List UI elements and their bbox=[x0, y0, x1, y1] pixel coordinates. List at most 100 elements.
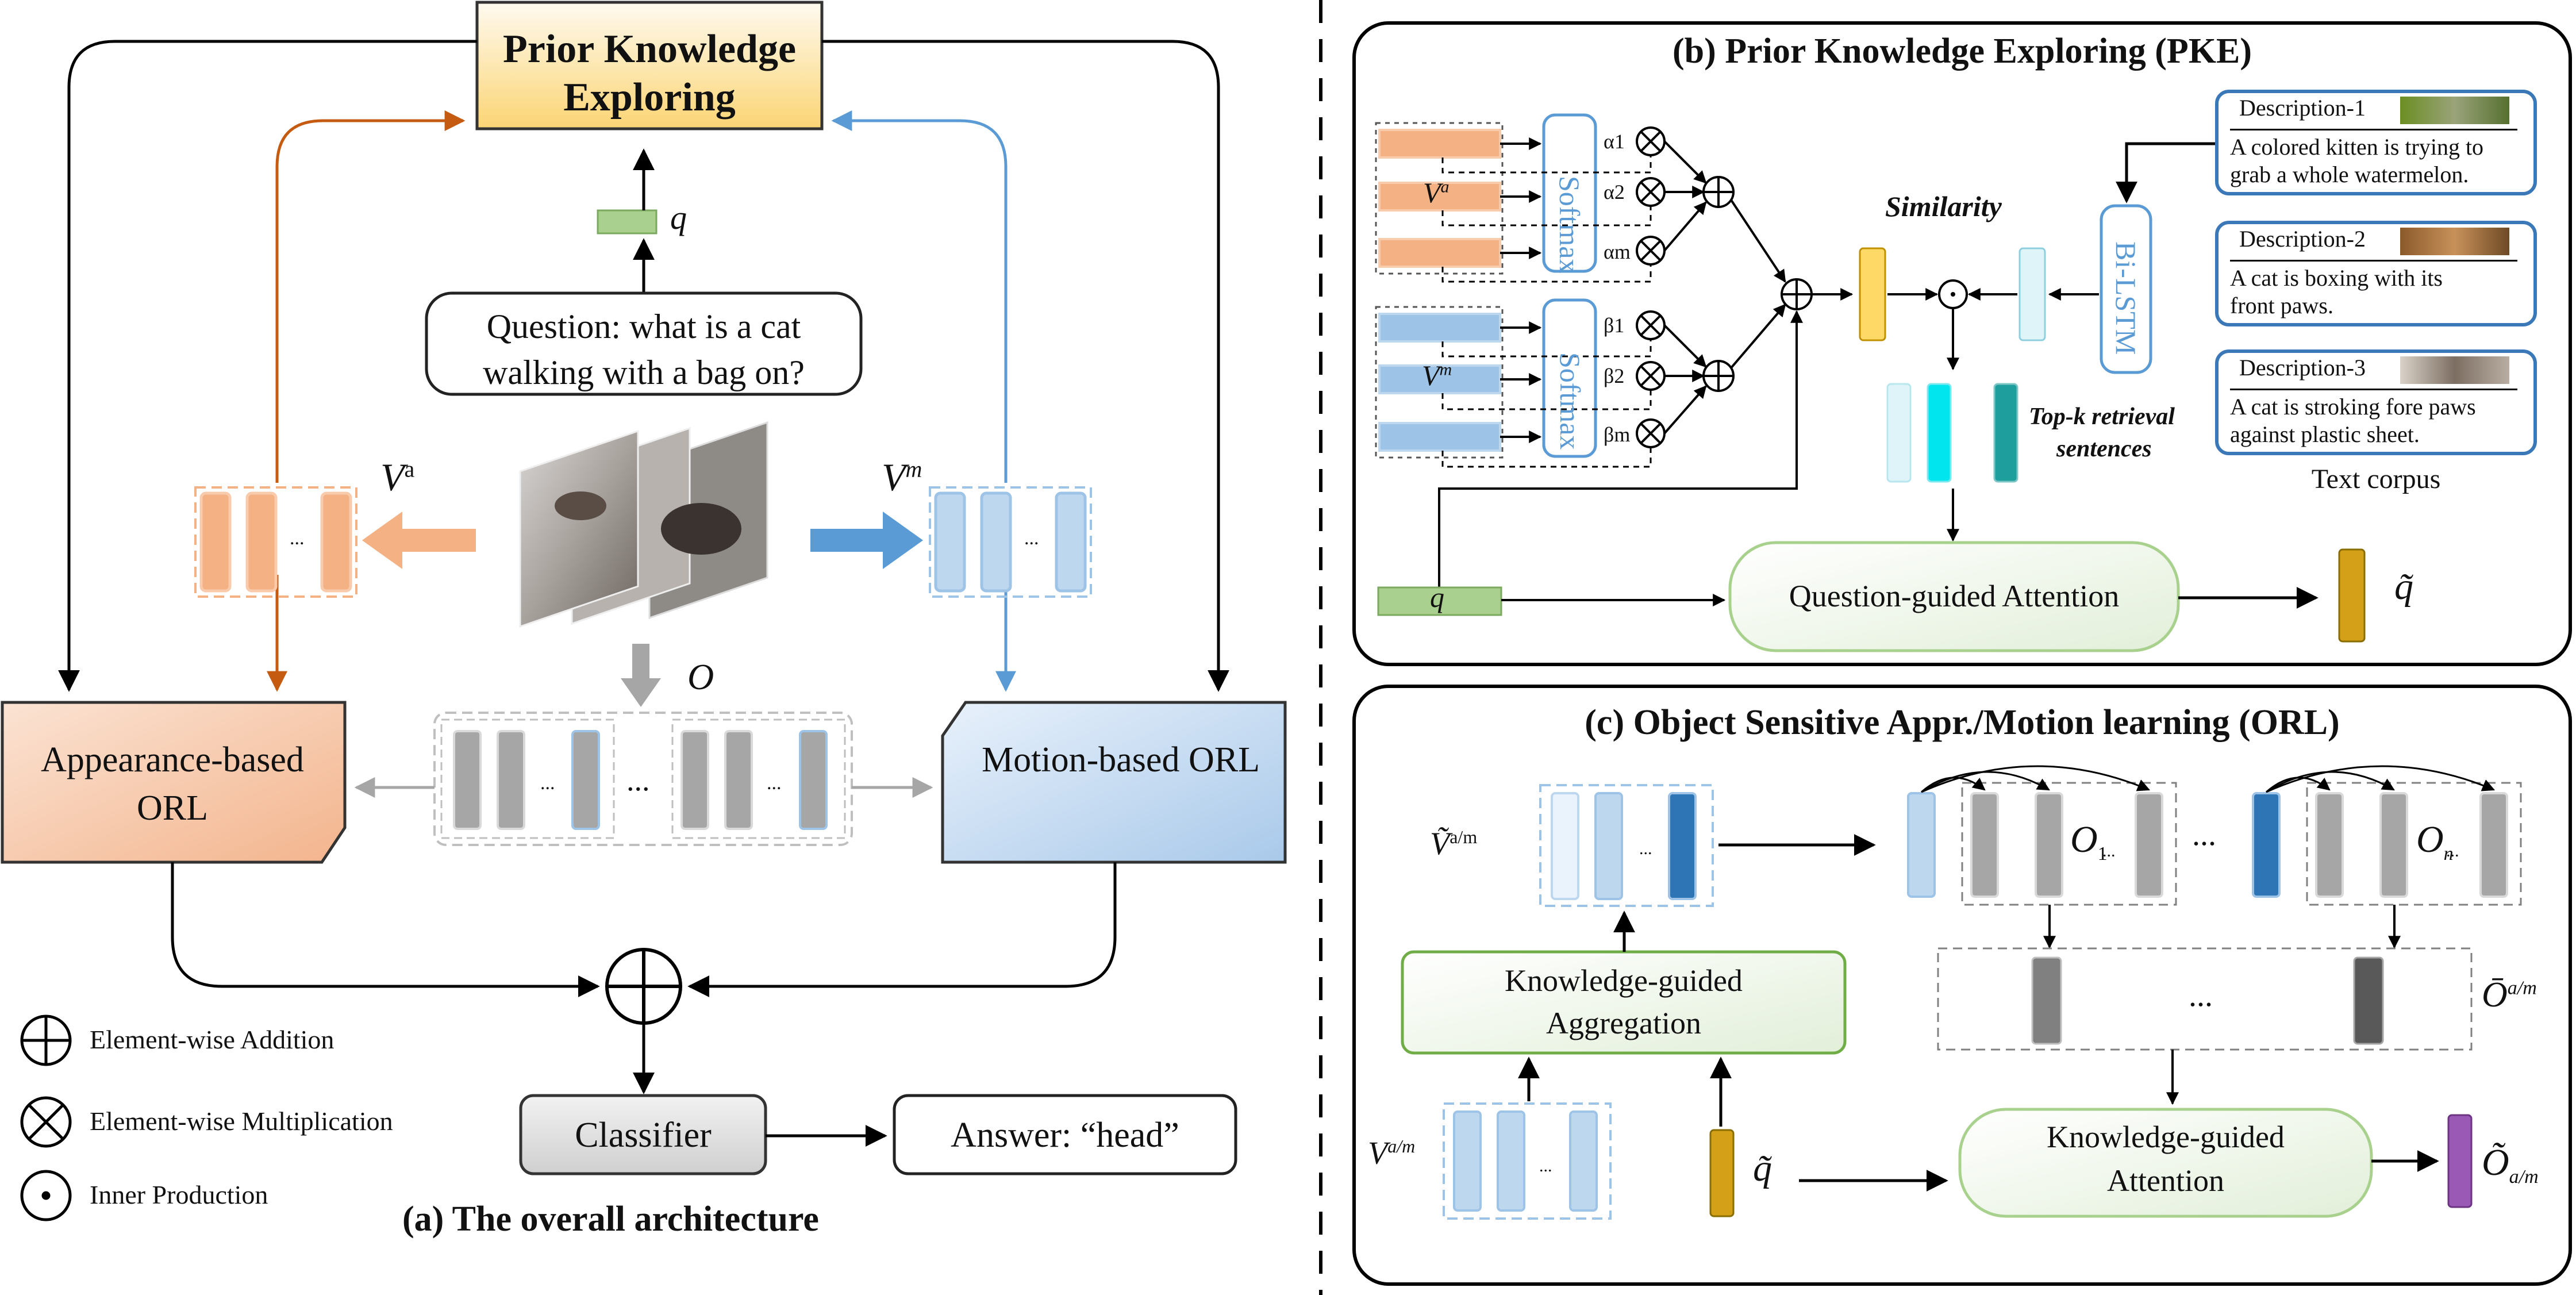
vm-label-a: Vm bbox=[882, 455, 922, 499]
o1-label: O1 bbox=[2070, 818, 2108, 865]
big-blue-arrow bbox=[810, 512, 923, 569]
description-3-line1: A cat is stroking fore paws bbox=[2230, 394, 2476, 420]
pke-to-appearance-arrow bbox=[58, 40, 477, 692]
answer-box bbox=[893, 1094, 1237, 1175]
va-to-pke-arrow bbox=[275, 110, 466, 483]
va-label-a: Va bbox=[380, 455, 415, 499]
multiplication-circles bbox=[1636, 126, 1666, 448]
legend-multiplication: Element-wise Multiplication bbox=[90, 1106, 393, 1136]
softmax-a-label: Softmax bbox=[1554, 176, 1586, 274]
description-1-box: Description-1 A colored kitten is trying… bbox=[2215, 90, 2537, 195]
description-3-line2: against plastic sheet. bbox=[2230, 421, 2420, 447]
description-3-title: Description-3 bbox=[2239, 355, 2366, 381]
video-frames bbox=[519, 421, 768, 628]
v-am-block bbox=[1443, 1102, 1612, 1220]
o-ellipsis-mid: ... bbox=[626, 763, 650, 797]
vm-ellipsis: ... bbox=[1024, 528, 1039, 549]
text-corpus-label: Text corpus bbox=[2311, 464, 2441, 494]
o-ellipsis-1: ... bbox=[540, 773, 555, 794]
appearance-orl-label: Appearance-based ORL bbox=[41, 740, 304, 828]
obar-label: Ōa/m bbox=[2482, 975, 2537, 1015]
topk-line1: Top-k retrieval bbox=[2029, 404, 2175, 430]
vtilde-ellipsis: ... bbox=[1639, 839, 1652, 858]
vm-block bbox=[929, 486, 1092, 598]
kg-attention-line2: Attention bbox=[2107, 1163, 2224, 1198]
va-block bbox=[194, 486, 357, 598]
o1-ellipsis: ... bbox=[2102, 841, 2116, 860]
classifier-label: Classifier bbox=[575, 1116, 712, 1155]
appearance-orl-box bbox=[1, 701, 347, 864]
softmax-m-label: Softmax bbox=[1554, 352, 1586, 450]
description-1-title: Description-1 bbox=[2239, 95, 2366, 121]
pke-to-motion-arrow bbox=[822, 40, 1229, 692]
va-rows bbox=[1375, 122, 1504, 275]
similarity-label: Similarity bbox=[1885, 190, 2002, 222]
vm-label-b: Vm bbox=[1422, 359, 1452, 391]
v-am-ellipsis: ... bbox=[1539, 1156, 1552, 1175]
description-2-line2: front paws. bbox=[2230, 293, 2333, 318]
description-2-box: Description-2 A cat is boxing with its f… bbox=[2215, 221, 2537, 326]
qga-label: Question-guided Attention bbox=[1789, 579, 2120, 613]
softmax-a bbox=[1542, 113, 1597, 273]
beta-1: β1 bbox=[1604, 314, 1625, 337]
motion-orl-label: Motion-based ORL bbox=[982, 740, 1260, 779]
alpha-m: αm bbox=[1604, 240, 1631, 263]
va-label-b: Va bbox=[1423, 176, 1450, 209]
o-label-a: O bbox=[687, 656, 714, 697]
description-1-line2: grab a whole watermelon. bbox=[2230, 162, 2469, 187]
description-2-thumbnail bbox=[2400, 228, 2509, 255]
qtilde-label-c: q̃ bbox=[1753, 1147, 1772, 1189]
vtilde-block bbox=[1539, 784, 1714, 907]
legend-addition: Element-wise Addition bbox=[90, 1025, 335, 1054]
v-am-label: Va/m bbox=[1368, 1135, 1416, 1171]
vtilde-label: Ṽa/m bbox=[1430, 826, 1478, 862]
on-ellipsis: ... bbox=[2446, 841, 2459, 860]
kg-attention-box bbox=[1958, 1108, 2373, 1218]
beta-m: βm bbox=[1604, 423, 1631, 446]
legend-inner-product: Inner Production bbox=[90, 1180, 268, 1209]
panel-a-title: (a) The overall architecture bbox=[402, 1200, 819, 1239]
va-ellipsis: ... bbox=[290, 528, 305, 549]
answer-label: Answer: “head” bbox=[951, 1116, 1179, 1155]
gray-down-arrow bbox=[621, 644, 661, 707]
qtilde-label-b: q̃ bbox=[2394, 566, 2413, 608]
pke-box bbox=[475, 1, 824, 130]
question-box bbox=[425, 291, 863, 396]
alpha-1: α1 bbox=[1604, 130, 1625, 153]
alpha-2: α2 bbox=[1604, 180, 1625, 203]
q-label-b: q bbox=[1430, 581, 1444, 613]
kg-aggregation-line1: Knowledge-guided bbox=[1505, 963, 1743, 998]
panel-c-title: (c) Object Sensitive Appr./Motion learni… bbox=[1585, 703, 2340, 742]
obar-block bbox=[1937, 947, 2473, 1051]
kg-aggregation-line2: Aggregation bbox=[1546, 1006, 1701, 1040]
description-1-thumbnail bbox=[2400, 97, 2509, 124]
description-3-thumbnail bbox=[2400, 356, 2509, 384]
legend-symbols bbox=[20, 1015, 72, 1221]
topk-line2: sentences bbox=[2056, 436, 2152, 462]
big-orange-arrow bbox=[362, 512, 476, 569]
q-token-a bbox=[597, 209, 658, 235]
beta-2: β2 bbox=[1604, 364, 1625, 387]
panel-b-title: (b) Prior Knowledge Exploring (PKE) bbox=[1672, 32, 2252, 71]
o-ellipsis-2: ... bbox=[767, 773, 782, 794]
bilstm-label: Bi-LSTM bbox=[2110, 241, 2142, 355]
kg-attention-line1: Knowledge-guided bbox=[2047, 1120, 2285, 1154]
softmax-m bbox=[1542, 298, 1597, 458]
question-text: Question: what is a cat walking with a b… bbox=[483, 308, 805, 391]
obar-ellipsis: ... bbox=[2189, 978, 2213, 1013]
description-2-title: Description-2 bbox=[2239, 226, 2366, 252]
pke-box-label: Prior Knowledge Exploring bbox=[502, 27, 797, 120]
description-2-line1: A cat is boxing with its bbox=[2230, 265, 2443, 291]
otilde-label: Õa/m bbox=[2482, 1142, 2539, 1188]
on-label: On bbox=[2416, 818, 2454, 865]
q-label-a: q bbox=[670, 199, 687, 236]
bilstm-box bbox=[2100, 204, 2152, 374]
plus-circles-b bbox=[1702, 176, 1813, 392]
description-3-box: Description-3 A cat is stroking fore paw… bbox=[2215, 349, 2537, 455]
vm-rows bbox=[1375, 306, 1504, 459]
o-block bbox=[433, 712, 853, 846]
description-1-line1: A colored kitten is trying to bbox=[2230, 134, 2484, 160]
vm-to-pke-arrow bbox=[831, 110, 1008, 483]
